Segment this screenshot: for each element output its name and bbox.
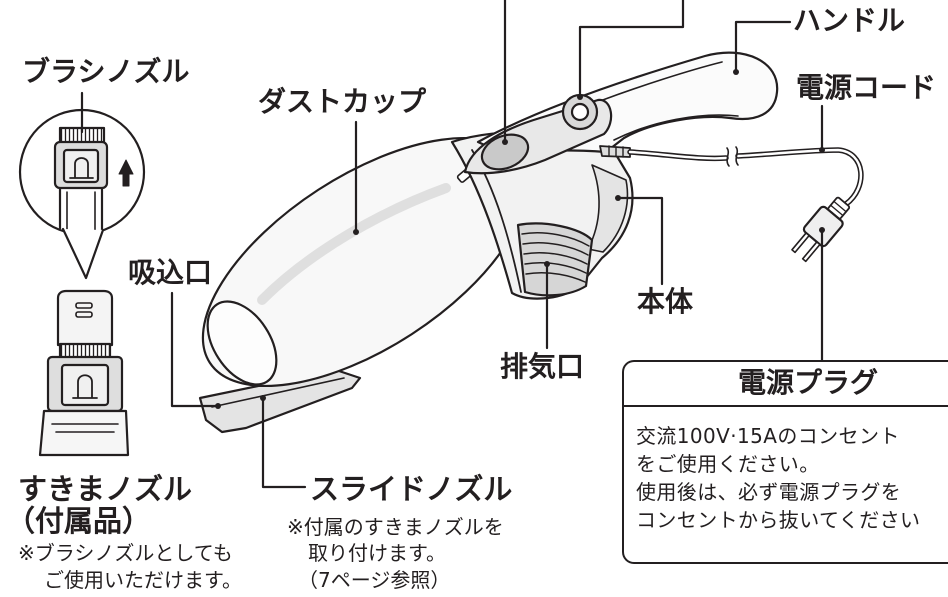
crevice-nozzle-slot — [75, 302, 93, 309]
brush-nozzle-detail — [53, 126, 109, 233]
power-plug-info-title: 電源プラグ — [738, 366, 879, 399]
exhaust-slat — [521, 231, 590, 247]
power-plug-info-text: 交流100V·15Aのコンセント をご使用ください。 使用後は、必ず電源プラグを… — [636, 422, 920, 534]
power-plug-info-box: 電源プラグ 交流100V·15Aのコンセント をご使用ください。 使用後は、必ず… — [622, 360, 948, 564]
dust-cup-release-button — [480, 133, 530, 171]
leader-dot — [215, 403, 221, 409]
leader-dot — [260, 395, 266, 401]
leader-dot — [544, 261, 550, 267]
note-crevice-nozzle-line: ご使用いただけます。 — [44, 568, 242, 592]
power-plug — [791, 196, 851, 263]
leader-dot — [819, 147, 825, 153]
label-intake: 吸込口 — [128, 256, 213, 289]
crevice-nozzle-face — [60, 363, 110, 407]
note-slide-nozzle-line: 取り付けます。 — [308, 541, 446, 565]
cord-strain-relief — [599, 145, 631, 158]
hook-symbol-icon — [72, 374, 98, 399]
leader-dot — [733, 69, 739, 75]
power-switch-center — [570, 102, 590, 122]
power-cord — [628, 150, 728, 160]
power-plug-info-line: 使用後は、必ず電源プラグを — [636, 480, 902, 504]
power-plug-info-line: 交流100V·15Aのコンセント — [636, 424, 900, 448]
leader-dots — [215, 69, 825, 409]
plug-prong — [791, 232, 810, 254]
up-arrow-icon — [118, 159, 134, 187]
label-exhaust: 排気口 — [500, 350, 585, 383]
brush-nozzle-stem-lines — [66, 191, 96, 233]
plug-body — [802, 205, 844, 248]
cord-strain-relief-rings — [608, 145, 624, 158]
hook-symbol-icon — [69, 157, 94, 179]
slide-nozzle-edge — [211, 377, 345, 408]
plug-strain-relief-rings — [830, 200, 847, 217]
exhaust-slat — [522, 241, 589, 256]
label-crevice-nozzle: すきまノズル — [18, 472, 193, 506]
power-plug-info-line: をご使用ください。 — [636, 452, 820, 476]
power-cord-outline — [735, 147, 864, 207]
leader-dot — [819, 227, 825, 233]
label-power-cord: 電源コード — [796, 71, 937, 104]
note-slide-nozzle-line: ※付属のすきまノズルを — [287, 515, 504, 539]
brush-nozzle-face — [62, 148, 100, 184]
crevice-nozzle-slot — [75, 311, 93, 318]
power-plug-info-line: コンセントから抜いてください — [636, 508, 921, 532]
label-slide-nozzle: スライドノズル — [310, 472, 513, 506]
dust-cup-nose — [206, 300, 278, 386]
note-crevice-nozzle-line: ※ブラシノズルとしても — [18, 541, 233, 565]
crevice-nozzle-stem — [56, 289, 114, 347]
exhaust-vent-slats — [521, 231, 590, 283]
leader-dot — [615, 195, 621, 201]
exhaust-slat — [524, 261, 587, 274]
exhaust-slat — [525, 271, 586, 283]
leader-dot — [577, 94, 583, 100]
plug-prong — [801, 241, 821, 263]
leader-line-intake — [170, 291, 220, 408]
leader-line-main-body — [616, 196, 664, 286]
cord-break-mark — [726, 147, 730, 167]
leader-line-power-switch — [578, 0, 685, 99]
crevice-nozzle-base-lines — [51, 423, 119, 433]
label-dust-cup: ダストカップ — [258, 85, 427, 118]
power-plug-info-divider — [624, 405, 948, 407]
brush-callout-tail — [61, 227, 105, 280]
note-slide-nozzle-line: （7ページ参照） — [298, 568, 451, 592]
exhaust-slat — [523, 251, 588, 265]
label-handle: ハンドル — [793, 4, 906, 37]
label-brush-nozzle: ブラシノズル — [22, 55, 190, 88]
handle-ridge — [599, 61, 723, 102]
leader-dot — [502, 139, 508, 145]
cord-break-mark — [735, 146, 739, 166]
leader-lines — [80, 0, 824, 489]
leader-line-slide-nozzle — [261, 396, 307, 489]
leader-dot — [353, 229, 359, 235]
dust-cup-highlight — [257, 183, 451, 305]
label-main-body: 本体 — [637, 285, 694, 318]
crevice-nozzle-base — [38, 409, 130, 457]
leader-line-handle — [734, 20, 792, 74]
power-cord — [736, 148, 862, 206]
handle-underside — [613, 114, 739, 141]
crevice-nozzle-drawing — [38, 289, 130, 457]
label-crevice-nozzle-accessory: （付属品） — [6, 504, 152, 538]
